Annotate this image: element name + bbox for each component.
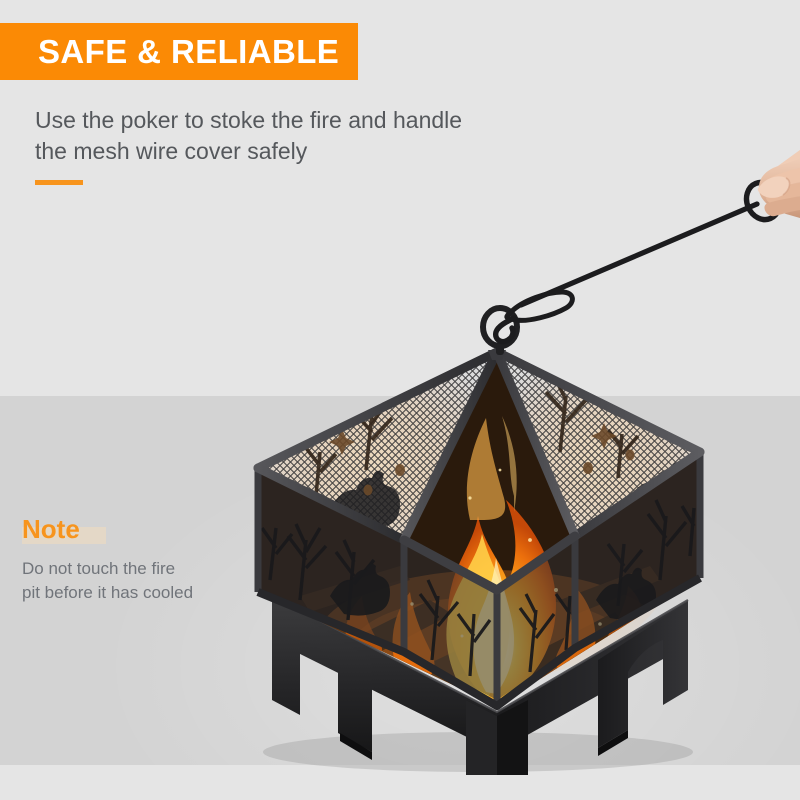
note-block: Note Do not touch the fire pit before it… bbox=[22, 513, 252, 605]
subtitle-text: Use the poker to stoke the fire and hand… bbox=[35, 107, 463, 164]
note-body-text: Do not touch the fire pit before it has … bbox=[22, 559, 194, 602]
note-highlight-band bbox=[22, 527, 106, 544]
header-banner: SAFE & RELIABLE bbox=[0, 23, 358, 80]
background-band-bottom bbox=[0, 765, 800, 800]
note-title: Note bbox=[22, 514, 80, 544]
note-title-box: Note bbox=[22, 513, 106, 545]
orange-accent-rule bbox=[35, 180, 83, 185]
banner-title: SAFE & RELIABLE bbox=[38, 32, 340, 70]
